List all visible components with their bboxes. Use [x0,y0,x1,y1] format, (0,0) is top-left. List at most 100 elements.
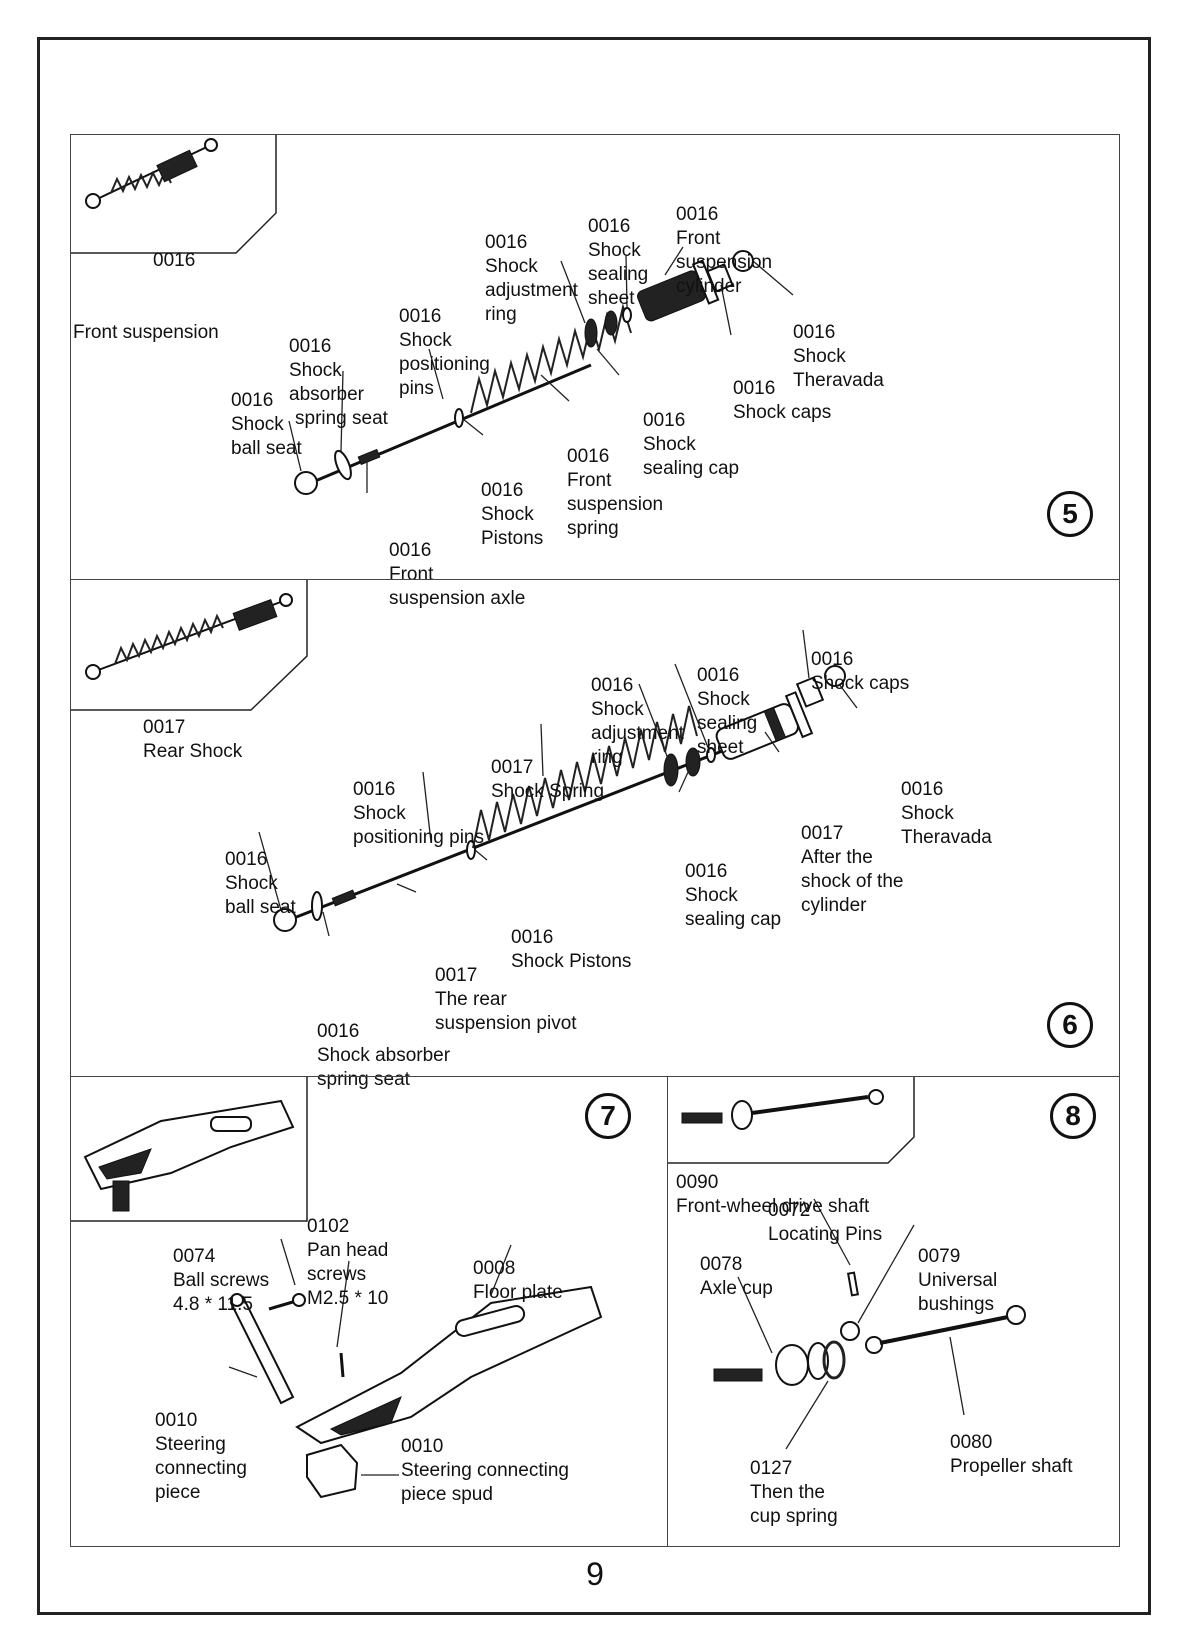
label-line: Shock [289,360,342,381]
label-line: adjustment [591,723,684,744]
label-line: 0080 [950,1432,993,1453]
label-line: The rear [435,989,507,1010]
label-line: 0016 [567,446,610,467]
label-line: 0016 [481,480,524,501]
label-line: 0008 [473,1258,516,1279]
rear-cylinder-part [715,691,814,760]
label-line: Shock [588,240,641,261]
label-line: screws [307,1264,367,1285]
label-line: spring seat [295,408,388,429]
step-5-drawing [71,135,794,495]
label-line: 0016 [389,540,432,561]
label-line: Shock [793,346,846,367]
label-line: suspension [676,252,773,273]
label-line: Shock [685,885,738,906]
label-line: ring [485,304,517,325]
label-line: cylinder [676,276,742,297]
label-line: Shock [591,699,644,720]
front-cylinder-part [637,259,720,322]
label-line: Shock [353,803,406,824]
label-line: 4.8 * 11.5 [173,1294,253,1315]
label-line: Shock [643,434,696,455]
step-7-number: 7 [585,1093,631,1139]
label-line: 0079 [918,1246,961,1267]
label-line: 0016 [697,665,740,686]
label-line: 0017 [435,965,478,986]
caption-name: Front suspension [73,322,219,343]
label-line: 0017 [143,717,186,738]
label-line: M2.5 * 10 [307,1288,389,1309]
label-line: Shock [901,803,954,824]
label-line: spring [567,518,619,539]
label-line: 0102 [307,1216,350,1237]
label-line: piece [155,1482,201,1503]
label-line: cup spring [750,1506,838,1527]
drive-shaft-thumbnail [681,1089,884,1130]
label-line: Shock [697,689,750,710]
label-line: Locating Pins [768,1224,883,1245]
label-line: adjustment [485,280,578,301]
label-line: 0016 [643,410,686,431]
label-line: Front [567,470,612,491]
label-line: sheet [588,288,635,309]
label-line: 0016 [685,861,728,882]
label-line: Shock caps [811,673,910,694]
rear-spring-part [472,705,698,849]
label-line: Theravada [793,370,884,391]
rear-shock-thumbnail [85,593,293,680]
label-line: suspension pivot [435,1013,577,1034]
label-line: 0016 [231,390,274,411]
label-line: sealing [588,264,649,285]
label-line: Steering [155,1434,226,1455]
label-line: 0016 [485,232,528,253]
label-line: piece spud [401,1484,493,1505]
label-line: 0016 [289,336,332,357]
label-line: Front [676,228,721,249]
label-line: 0090 [676,1172,719,1193]
step-8-drawing [668,1077,1026,1450]
axle-cup-part [713,1368,763,1382]
label-line: 0016 [811,649,854,670]
label-line: Axle cup [700,1278,773,1299]
label-line: Front-wheel drive shaft [676,1196,870,1217]
label-line: Shock [225,873,278,894]
front-suspension-caption: 0016 Front suspension [73,201,219,393]
label-line: Shock [485,256,538,277]
label-line: Shock [231,414,284,435]
step-8-number: 8 [1050,1093,1096,1139]
label-line: 0016 [317,1021,360,1042]
label-line: absorber [289,384,364,405]
label-line: 0016 [733,378,776,399]
label-line: 0010 [401,1436,444,1457]
label-line: 0016 [511,927,554,948]
label-line: Rear Shock [143,741,243,762]
step-7-drawing [71,1077,603,1499]
label-line: positioning pins [353,827,484,848]
